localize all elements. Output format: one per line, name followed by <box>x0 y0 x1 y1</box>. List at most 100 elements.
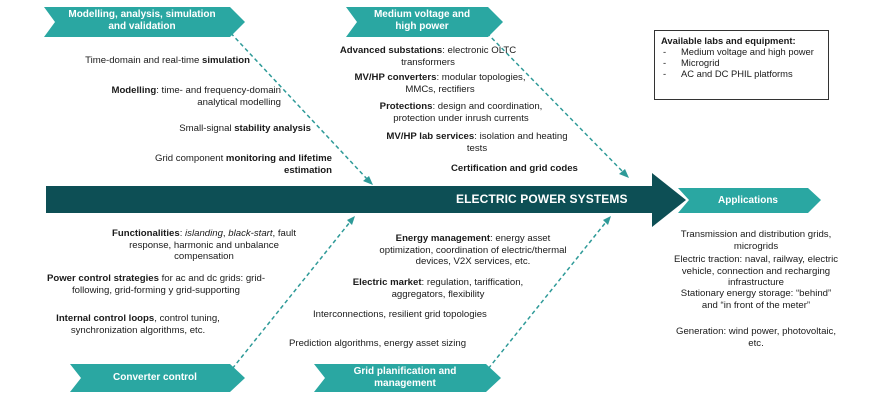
text: devices, V2X services, etc. <box>415 256 531 267</box>
text-bold: MV/HP lab services <box>386 131 475 142</box>
applications-item-storage: Stationary energy storage: “behind” and … <box>664 288 848 311</box>
text: response, harmonic and unbalance <box>129 239 279 251</box>
text-italic: islanding <box>185 228 223 239</box>
text: Time-domain and real-time <box>85 55 203 66</box>
grid-tag-line1: Grid planification and <box>353 366 457 377</box>
grid-tag <box>314 364 501 392</box>
text-bold: simulation <box>202 55 250 66</box>
text: , <box>222 228 229 239</box>
mv-tag-line2: high power <box>395 20 449 32</box>
labs-item: Medium voltage and high power <box>661 46 822 57</box>
modelling-item-stability: Small-signal stability analysis <box>179 123 311 135</box>
modelling-tag-line2: and validation <box>108 20 176 32</box>
mv-branch-arrowhead <box>619 169 629 178</box>
converter-item-power-control: Power control strategies for ac and dc g… <box>30 273 282 296</box>
text: Grid component <box>154 153 226 164</box>
text-bold: Functionalities <box>112 228 180 239</box>
labs-item: Microgrid <box>661 57 822 68</box>
text-bold: Protections <box>379 101 433 112</box>
grid-item-interconnections: Interconnections, resilient grid topolog… <box>313 309 487 320</box>
text-bold: stability analysis <box>234 123 311 134</box>
text: analytical modelling <box>197 96 281 108</box>
modelling-branch-arrowhead <box>363 176 373 185</box>
mv-tag-label: Medium voltage and high power <box>358 9 486 32</box>
text-bold: Power control strategies <box>46 273 159 284</box>
text: : isolation and heating <box>474 131 568 142</box>
grid-tag-line2: management <box>374 377 436 389</box>
text: protection under inrush currents <box>393 112 529 124</box>
converter-branch-arrowhead <box>347 216 355 225</box>
converter-branch-line <box>227 221 351 375</box>
grid-branch-arrowhead <box>603 216 611 225</box>
text: , fault <box>272 228 296 239</box>
text: : regulation, tariffication, <box>421 277 524 288</box>
text-bold: estimation <box>284 164 332 176</box>
grid-item-energy-management: Energy management: energy asset optimiza… <box>350 233 596 268</box>
text: optimization, coordination of electric/t… <box>379 244 567 256</box>
converter-tag-label: Converter control <box>113 372 197 383</box>
mv-item-substations: Advanced substations: electronic OLTC tr… <box>310 45 546 68</box>
text: microgrids <box>733 240 779 252</box>
modelling-tag-line1: Modelling, analysis, simulation <box>68 9 216 20</box>
text: : time- and frequency-domain <box>156 85 281 96</box>
applications-tag-label: Applications <box>717 195 778 206</box>
converter-tag <box>70 364 245 392</box>
text-bold: Modelling <box>111 85 157 96</box>
text: MMCs, rectifiers <box>405 83 475 95</box>
text-bold: Energy management <box>395 233 491 244</box>
text-italic: black-start <box>228 228 273 239</box>
text: Stationary energy storage: “behind” <box>680 288 832 299</box>
grid-item-electric-market: Electric market: regulation, tarifficati… <box>330 277 546 300</box>
mv-item-protections: Protections: design and coordination, pr… <box>338 101 584 124</box>
modelling-tag-label: Modelling, analysis, simulation and vali… <box>56 9 228 32</box>
spine-title: ELECTRIC POWER SYSTEMS <box>456 192 628 206</box>
applications-item-generation: Generation: wind power, photovoltaic, et… <box>664 326 848 349</box>
labs-box: Available labs and equipment: Medium vol… <box>654 30 829 100</box>
mv-item-certification: Certification and grid codes <box>451 163 578 175</box>
text: tests <box>466 142 488 154</box>
text-bold: Certification and grid codes <box>451 163 578 174</box>
modelling-item-modelling: Modelling: time- and frequency-domain an… <box>111 85 281 108</box>
spine-arrow <box>46 173 686 227</box>
text: : energy asset <box>490 233 551 244</box>
grid-tag-label: Grid planification and management <box>326 366 484 389</box>
grid-branch-line <box>483 221 607 375</box>
modelling-tag <box>44 7 245 37</box>
grid-item-prediction: Prediction algorithms, energy asset sizi… <box>289 338 467 349</box>
text: compensation <box>174 251 234 262</box>
converter-item-control-loops: Internal control loops, control tuning, … <box>22 313 254 336</box>
text: transformers <box>401 56 455 68</box>
modelling-item-simulation: Time-domain and real-time simulation <box>85 55 250 67</box>
text-bold: Electric market <box>352 277 422 288</box>
mv-tag <box>346 7 503 37</box>
labs-item: AC and DC PHIL platforms <box>661 68 822 79</box>
text-bold: Advanced substations <box>339 45 443 56</box>
converter-item-functionalities: Functionalities: islanding, black-start,… <box>96 228 312 263</box>
text: : <box>179 228 186 239</box>
text-bold: monitoring and lifetime <box>225 153 332 164</box>
text: and “in front of the meter” <box>701 299 811 311</box>
text-bold: MV/HP converters <box>354 72 437 83</box>
text: : design and coordination, <box>432 101 543 112</box>
applications-item-traction: Electric traction: naval, railway, elect… <box>664 254 848 289</box>
mv-branch-line <box>481 27 625 174</box>
text-bold: Internal control loops <box>56 313 155 324</box>
text: : modular topologies, <box>436 72 526 83</box>
text: Small-signal <box>179 123 235 134</box>
text: Generation: wind power, photovoltaic, <box>676 326 836 337</box>
text: following, grid-forming y grid-supportin… <box>72 284 240 296</box>
text: for ac and dc grids: grid- <box>158 273 266 284</box>
mv-tag-line1: Medium voltage and <box>373 9 471 20</box>
labs-list: Medium voltage and high power Microgrid … <box>661 46 822 79</box>
mv-item-lab-services: MV/HP lab services: isolation and heatin… <box>352 131 602 154</box>
modelling-item-monitoring: Grid component monitoring and lifetime e… <box>155 153 332 176</box>
text: vehicle, connection and recharging <box>681 265 831 277</box>
applications-tag <box>678 188 821 213</box>
text: synchronization algorithms, etc. <box>70 324 206 336</box>
text: infrastructure <box>728 277 784 288</box>
labs-heading: Available labs and equipment: <box>661 35 796 46</box>
mv-item-converters: MV/HP converters: modular topologies, MM… <box>320 72 560 95</box>
text: Transmission and distribution grids, <box>680 229 832 240</box>
text: etc. <box>748 337 764 349</box>
